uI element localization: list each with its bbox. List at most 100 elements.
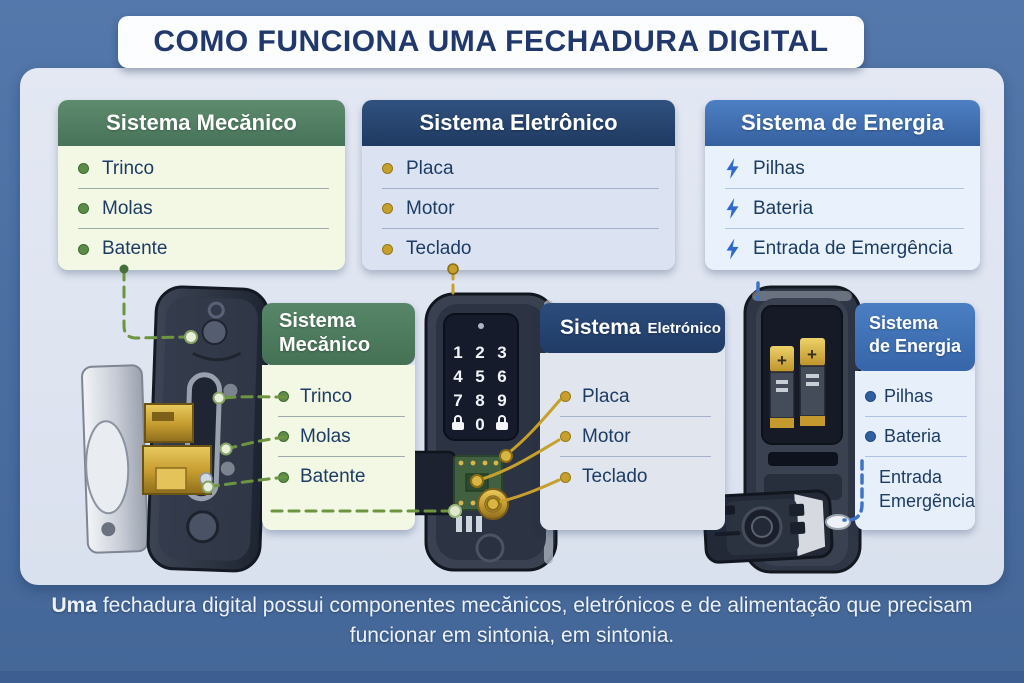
door-knob (85, 420, 130, 515)
list-item: Bateria (865, 417, 967, 457)
item-label: Placa (406, 157, 454, 179)
header-sub: Eletrónico (647, 319, 721, 337)
bullet-icon (278, 471, 289, 483)
battery-plus: + (807, 345, 817, 364)
card-eletronico-header: Sistema Eletrônico (362, 100, 675, 146)
list-item: Bateria (725, 189, 964, 229)
battery-plus: + (777, 351, 787, 370)
list-item: Motor (560, 417, 711, 457)
footer-text: funcionar em sintonia, em sintonia. (349, 624, 675, 647)
bullet-icon (865, 391, 876, 402)
bullet-icon (382, 243, 393, 255)
latch-pin (199, 472, 213, 486)
list-item: Placa (382, 149, 659, 189)
battery-aa: + (769, 346, 795, 428)
lens (750, 515, 773, 538)
bullet-icon (278, 391, 289, 402)
bullet-icon (78, 243, 89, 255)
list-item: Molas (78, 189, 329, 229)
bullet-icon (560, 431, 571, 442)
bottom-button (186, 510, 220, 544)
key-8: 8 (475, 391, 484, 410)
item-label: Trinco (102, 157, 155, 179)
list-item: Batente (278, 457, 405, 497)
key-1: 1 (453, 343, 462, 362)
item-label: Molas (300, 425, 351, 447)
bullet-icon (278, 431, 289, 442)
item-label: Motor (582, 425, 631, 447)
latch-mechanism (142, 403, 213, 495)
detail-card-eletronico: Sistema Eletrónico Placa Motor Teclado (540, 303, 725, 530)
bullet-icon (78, 163, 89, 174)
card-mecanico-title: Sistema Mecănico (106, 110, 297, 135)
card-mecanico-header: Sistema Mecănico (58, 100, 345, 146)
item-label: Motor (406, 197, 455, 219)
detail-eletronico-body: Placa Motor Teclado (540, 353, 725, 530)
item-label: Bateria (884, 426, 942, 446)
item-label: Teclado (406, 238, 472, 259)
strike-plate (81, 364, 149, 554)
card-eletronico-title: Sistema Eletrônico (419, 110, 618, 135)
lightning-icon (726, 238, 739, 260)
list-item: Motor (382, 189, 659, 229)
indicator-dot (478, 323, 484, 329)
detail-card-energia: Sistema de Energia Pilhas Bateria Entrad… (855, 303, 975, 530)
item-label: Bateria (753, 197, 814, 219)
card-sistema-mecanico: Sistema Mecănico Trinco Molas Batente (58, 100, 345, 270)
key-3: 3 (497, 343, 506, 362)
detail-energia-body: Pilhas Bateria Entrada Emergẽncia (855, 371, 975, 530)
detail-eletronico-header: Sistema Eletrónico (540, 303, 725, 353)
bullet-icon (78, 203, 89, 214)
lock-key-icon (452, 415, 464, 430)
card-energia-header: Sistema de Energia (705, 100, 980, 146)
item-label: Entrada de Emergência (753, 238, 953, 259)
bottom-button (475, 533, 505, 563)
list-item: Pilhas (865, 377, 967, 417)
list-item: Placa (560, 377, 711, 417)
list-item: Entrada de Emergência (725, 229, 964, 269)
key-5: 5 (475, 367, 484, 386)
key-7: 7 (453, 391, 462, 410)
item-label: Entrada (879, 467, 943, 487)
item-label: Batente (300, 466, 366, 487)
detail-mecanico-body: Trinco Molas Batente (262, 365, 415, 530)
footer-lead: Uma (51, 594, 98, 617)
bullet-icon (382, 203, 393, 214)
mechanical-lock-illustration (81, 285, 270, 573)
keypad: 1 2 3 4 5 6 7 8 9 0 (452, 343, 508, 434)
top-button (201, 319, 228, 346)
bullet-icon (560, 391, 571, 402)
plate-screw (101, 522, 116, 537)
item-label: Molas (102, 197, 153, 219)
emergency-port (825, 514, 851, 530)
chip (465, 473, 489, 492)
list-item: Teclado (560, 457, 711, 497)
lightning-icon (726, 198, 739, 219)
detail-energia-header: Sistema de Energia (855, 303, 975, 371)
detail-card-mecanico: Sistema Mecănico Trinco Molas Batente (262, 303, 415, 530)
key-2: 2 (475, 343, 484, 362)
item-label: Pilhas (753, 157, 805, 179)
bullet-icon (865, 431, 876, 442)
list-item-emergency: Entrada Emergẽncia (855, 457, 975, 514)
item-label: Pilhas (884, 386, 934, 406)
bullet-icon (560, 471, 571, 483)
list-item: Molas (278, 417, 405, 457)
footer-text: fechadura digital possui componentes mec… (97, 594, 973, 617)
list-item: Trinco (278, 377, 405, 417)
bottom-strip (0, 671, 1024, 683)
key-4: 4 (453, 367, 463, 386)
battery-aa: + (799, 338, 826, 426)
key-9: 9 (497, 391, 506, 410)
card-sistema-eletronico: Sistema Eletrônico Placa Motor Teclado (362, 100, 675, 270)
key-6: 6 (497, 367, 506, 386)
card-mecanico-body: Trinco Molas Batente (58, 146, 345, 270)
item-label: Trinco (300, 385, 353, 407)
card-energia-body: Pilhas Bateria Entrada de Emergência (705, 146, 980, 270)
item-label: Emergẽncia (879, 491, 976, 512)
header-line: Sistema (869, 313, 939, 333)
key-0: 0 (475, 415, 484, 434)
title-banner: COMO FUNCIONA UMA FECHADURA DIGITAL (118, 16, 864, 68)
header-line: de Energia (869, 335, 962, 356)
